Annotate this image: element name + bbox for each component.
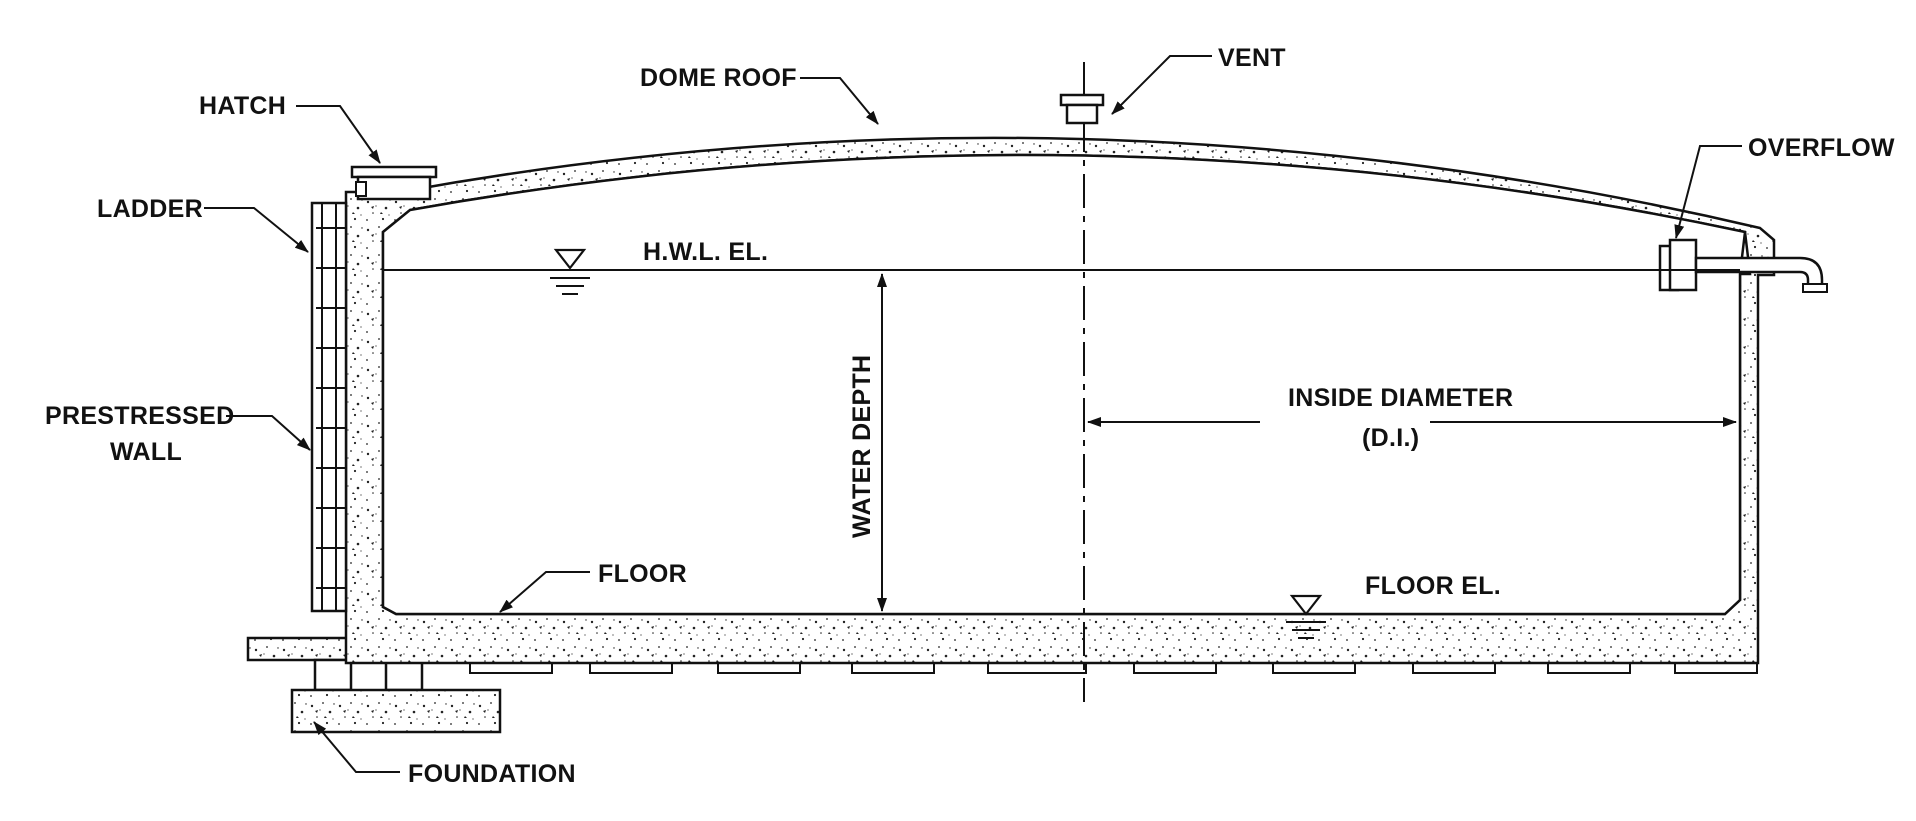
leader-overflow xyxy=(1674,145,1742,239)
leader-vent xyxy=(1111,55,1212,115)
label-hatch: HATCH xyxy=(199,92,286,120)
leader-prestressed-wall xyxy=(226,415,311,451)
label-inside-diameter-line2: (D.I.) xyxy=(1362,424,1419,452)
hatch xyxy=(350,165,438,201)
overflow-pipe xyxy=(1658,238,1828,293)
label-water-depth: WATER DEPTH xyxy=(848,355,876,538)
label-inside-diameter-line1: INSIDE DIAMETER xyxy=(1288,384,1513,412)
label-prestressed-wall-line2: WALL xyxy=(110,438,182,466)
label-foundation: FOUNDATION xyxy=(408,760,576,788)
label-overflow: OVERFLOW xyxy=(1748,134,1895,162)
leader-floor xyxy=(499,571,590,613)
label-hwl: H.W.L. EL. xyxy=(643,238,768,266)
floor-pads xyxy=(469,662,1758,674)
leader-dome-roof xyxy=(800,77,879,125)
label-ladder: LADDER xyxy=(97,195,203,223)
leader-foundation xyxy=(313,721,400,773)
floor-el-symbol xyxy=(1286,594,1326,639)
label-prestressed-wall-line1: PRESTRESSED xyxy=(45,402,234,430)
tank-interior xyxy=(381,153,1747,616)
label-dome-roof: DOME ROOF xyxy=(640,64,797,92)
ladder xyxy=(310,201,348,613)
leader-ladder xyxy=(204,207,309,253)
vent xyxy=(1059,93,1105,125)
label-floor: FLOOR xyxy=(598,560,687,588)
leader-hatch xyxy=(296,105,381,164)
label-floor-el: FLOOR EL. xyxy=(1365,572,1501,600)
label-vent: VENT xyxy=(1218,44,1286,72)
hwl-symbol xyxy=(550,248,590,295)
